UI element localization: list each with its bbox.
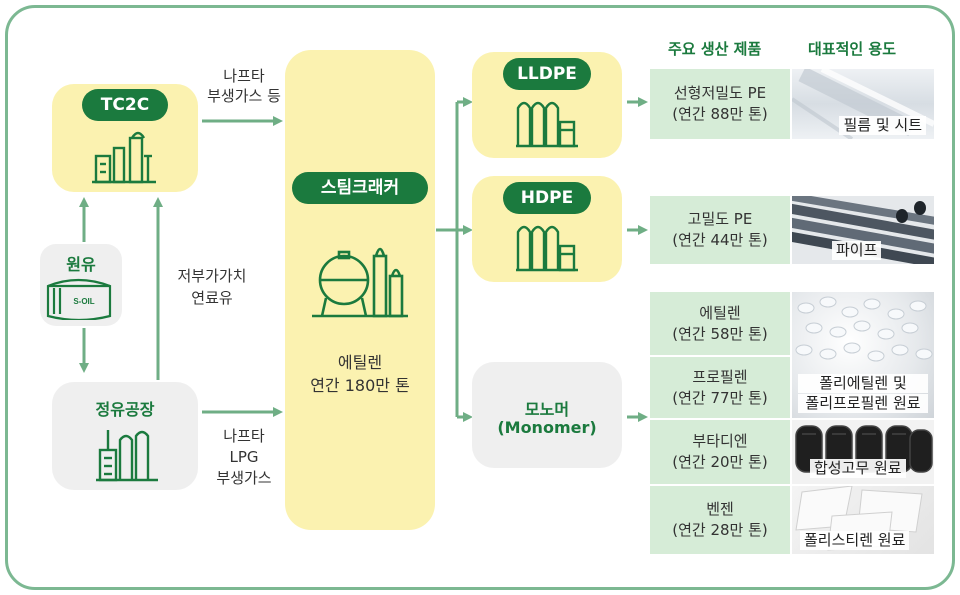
product-ethylene: 에틸렌 (연간 58만 톤) (650, 292, 790, 355)
refinery-label: 정유공장 (95, 400, 155, 419)
monomer-label-2: (Monomer) (497, 418, 597, 437)
steam-cracker-label: 스팀크래커 (292, 172, 428, 204)
tires-photo: 합성고무 원료 (792, 420, 934, 484)
silo-icon-2 (516, 225, 578, 272)
film-roll-photo: 필름 및 시트 (792, 69, 934, 139)
product-name: 프로필렌 (692, 367, 748, 386)
monomer-label-1: 모노머 (524, 400, 570, 419)
use-caption-rubber: 합성고무 원료 (810, 459, 906, 478)
product-capacity: (연간 58만 톤) (672, 324, 768, 343)
product-capacity: (연간 77만 톤) (672, 388, 768, 407)
use-caption-film: 필름 및 시트 (839, 116, 926, 135)
use-caption-pipe: 파이프 (832, 241, 882, 260)
product-capacity: (연간 88만 톤) (672, 105, 768, 123)
s-oil-logo: S-OIL (73, 297, 94, 306)
use-caption-pe-pp-1: 폴리에틸렌 및 (798, 374, 928, 393)
product-propylene: 프로필렌 (연간 77만 톤) (650, 357, 790, 418)
product-capacity: (연간 28만 톤) (672, 521, 768, 539)
hdpe-label: HDPE (503, 182, 591, 214)
silo-icon (516, 101, 578, 148)
refinery-tanks-icon (96, 430, 158, 482)
pipes-photo: 파이프 (792, 196, 934, 264)
header-uses: 대표적인 용도 (808, 40, 897, 58)
product-lldpe: 선형저밀도 PE (연간 88만 톤) (650, 69, 790, 139)
product-name: 부타디엔 (692, 432, 748, 450)
refinery-flow-label-1: 나프타 (223, 427, 265, 445)
tc2c-label: TC2C (82, 89, 168, 121)
monomer-node (472, 362, 622, 468)
header-products: 주요 생산 제품 (668, 40, 762, 58)
fuel-oil-label-2: 연료유 (191, 289, 233, 307)
use-caption-ps: 폴리스티렌 원료 (800, 531, 910, 550)
refinery-flow-label-2: LPG (229, 448, 259, 466)
refinery-flow-label-3: 부생가스 (216, 469, 272, 487)
fuel-oil-label-1: 저부가가치 (177, 267, 247, 285)
steam-cracker-node (285, 50, 435, 530)
lldpe-label: LLDPE (503, 58, 591, 90)
product-name: 선형저밀도 PE (673, 84, 767, 102)
product-benzene: 벤젠 (연간 28만 톤) (650, 486, 790, 554)
product-name: 고밀도 PE (687, 210, 753, 228)
use-caption-pe-pp-2: 폴리프로필렌 원료 (798, 394, 928, 413)
product-capacity: (연간 20만 톤) (672, 453, 768, 471)
tc2c-flow-label-1: 나프타 (223, 67, 265, 85)
cracker-output-2: 연간 180만 톤 (310, 376, 410, 395)
pellets-photo: 폴리에틸렌 및 폴리프로필렌 원료 (792, 292, 934, 418)
product-hdpe: 고밀도 PE (연간 44만 톤) (650, 196, 790, 264)
product-capacity: (연간 44만 톤) (672, 231, 768, 249)
storage-tank-icon: S-OIL (46, 278, 112, 320)
product-butadiene: 부타디엔 (연간 20만 톤) (650, 420, 790, 484)
crude-oil-label: 원유 (66, 255, 96, 274)
cracker-output-1: 에틸렌 (337, 353, 383, 372)
tc2c-flow-label-2: 부생가스 등 (207, 87, 281, 105)
product-name: 에틸렌 (699, 303, 741, 322)
sphere-tank-icon (312, 247, 408, 318)
product-name: 벤젠 (706, 500, 734, 518)
refinery-icon (92, 131, 156, 184)
foam-photo: 폴리스티렌 원료 (792, 486, 934, 554)
